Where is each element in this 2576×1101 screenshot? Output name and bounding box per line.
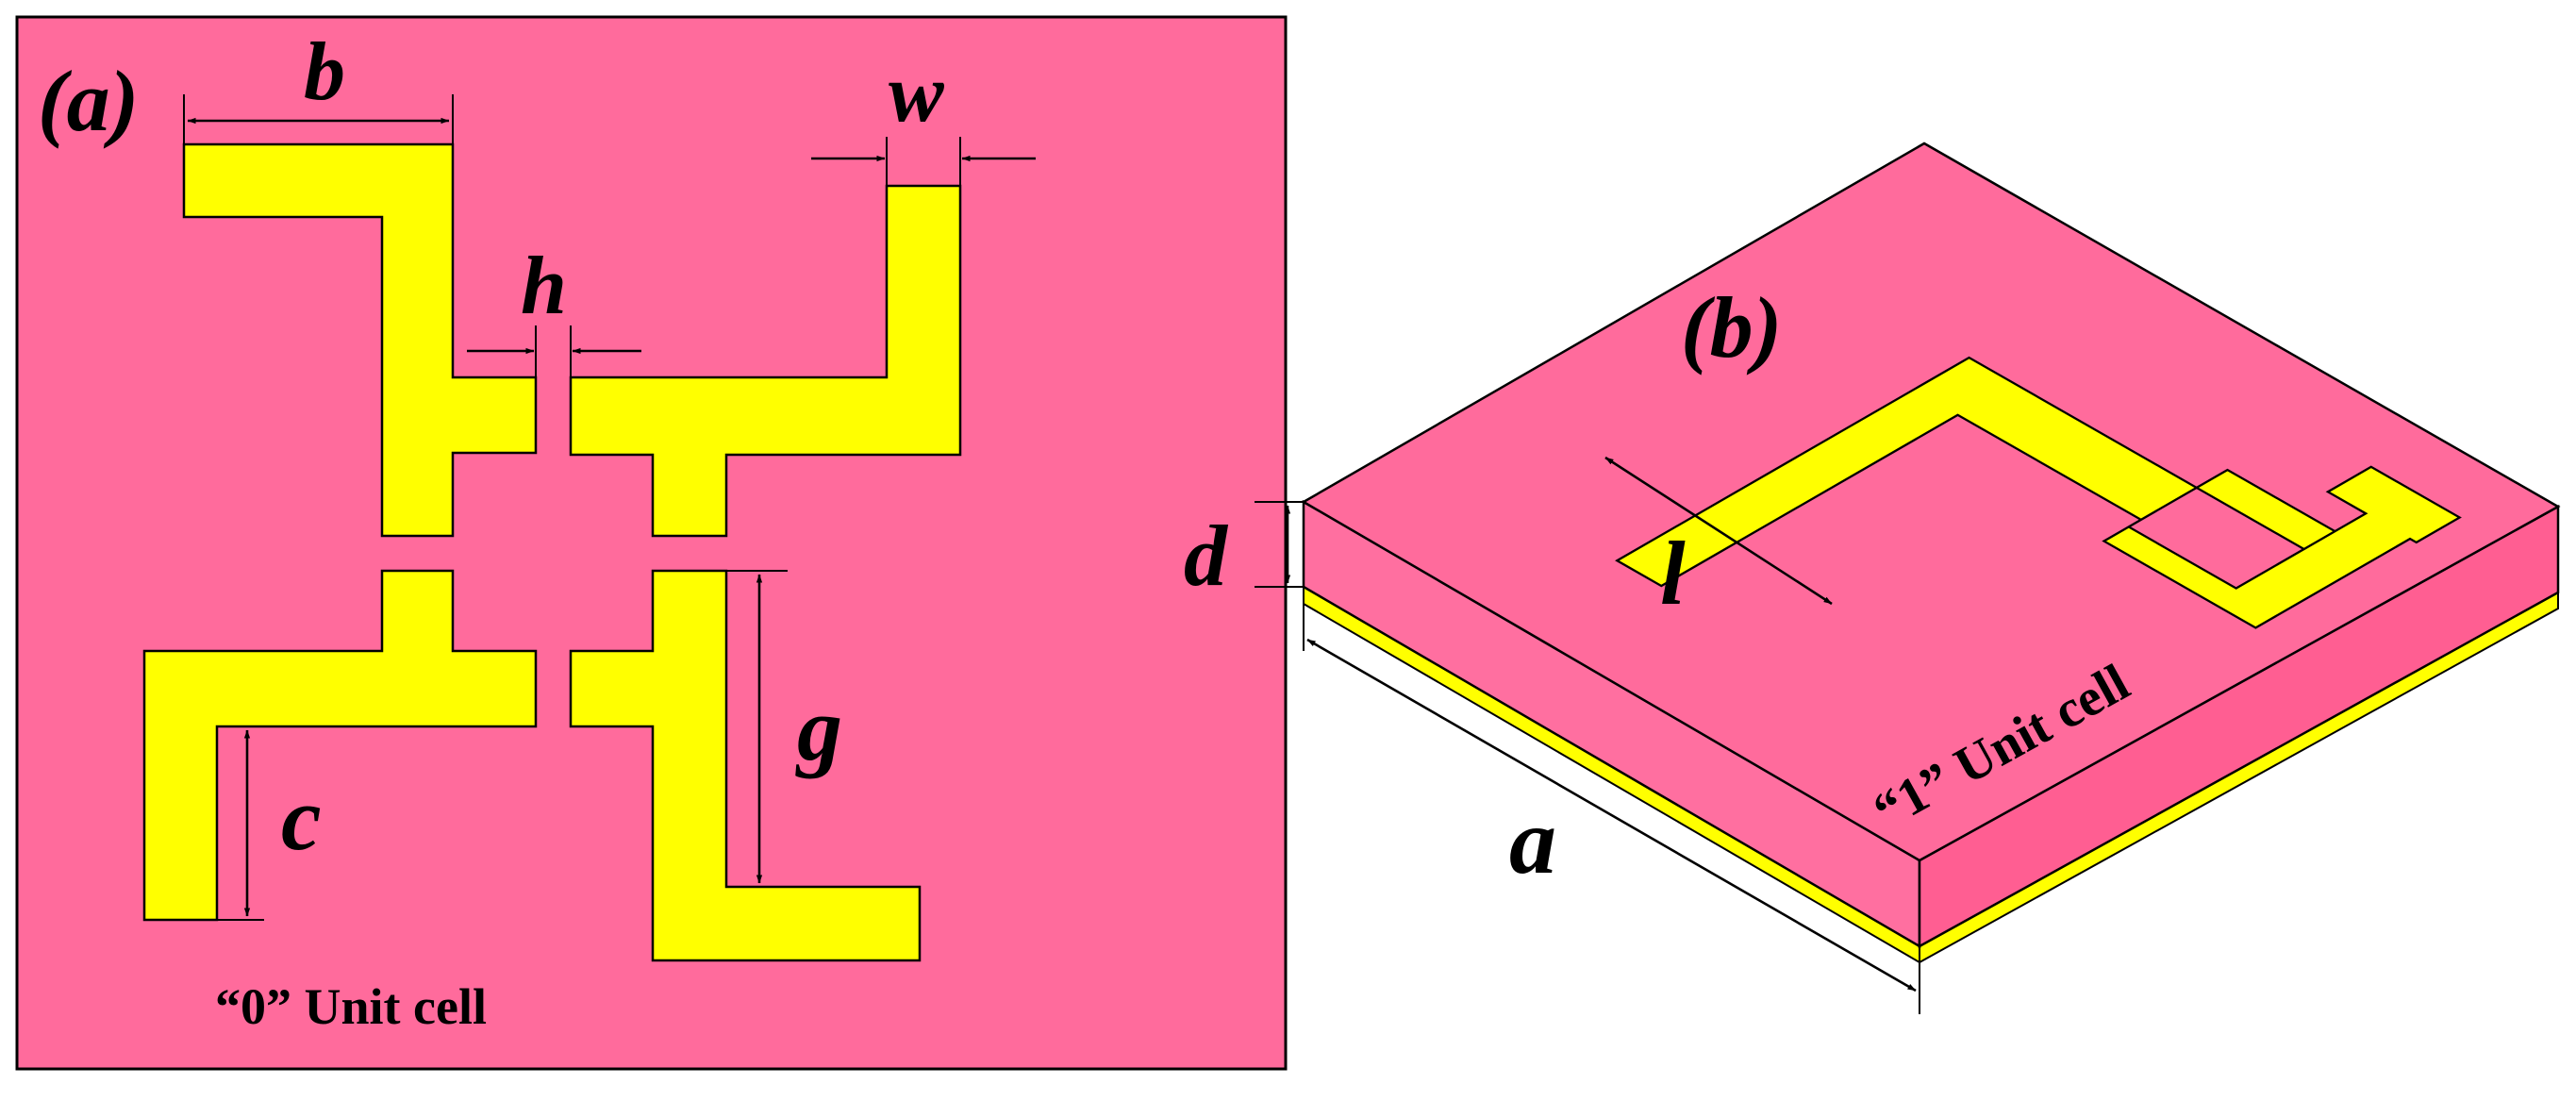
dimension-l: l (1604, 456, 1833, 624)
dimension-a: a (1303, 604, 1920, 1014)
dimension-c: c (217, 726, 322, 921)
dim-g-label: g (795, 678, 842, 779)
dimension-h: h (467, 241, 641, 377)
panel-b: (b) d l a “1” Unit cell (1184, 142, 2561, 1014)
dimension-d: d (1184, 501, 1304, 604)
patch-top-right (569, 184, 962, 538)
dimension-g: g (726, 570, 842, 888)
dim-a-label: a (1509, 789, 1556, 893)
dim-c-label: c (281, 768, 322, 869)
patch-bottom-right (569, 569, 922, 962)
dim-h-label: h (521, 241, 567, 332)
dim-l-label: l (1660, 523, 1686, 624)
panel-a: (a) b w h g (15, 15, 1288, 1071)
dimension-w: w (811, 48, 1036, 186)
dim-w-label: w (889, 48, 944, 140)
panel-a-label: (a) (38, 53, 139, 149)
panel-b-label: (b) (1681, 279, 1782, 375)
dim-d-label: d (1184, 508, 1229, 604)
patch-top-left (182, 142, 538, 538)
patch-group (142, 142, 962, 962)
dimension-b: b (183, 26, 454, 144)
panel-a-caption: “0” Unit cell (215, 978, 487, 1035)
dim-b-label: b (304, 26, 345, 118)
